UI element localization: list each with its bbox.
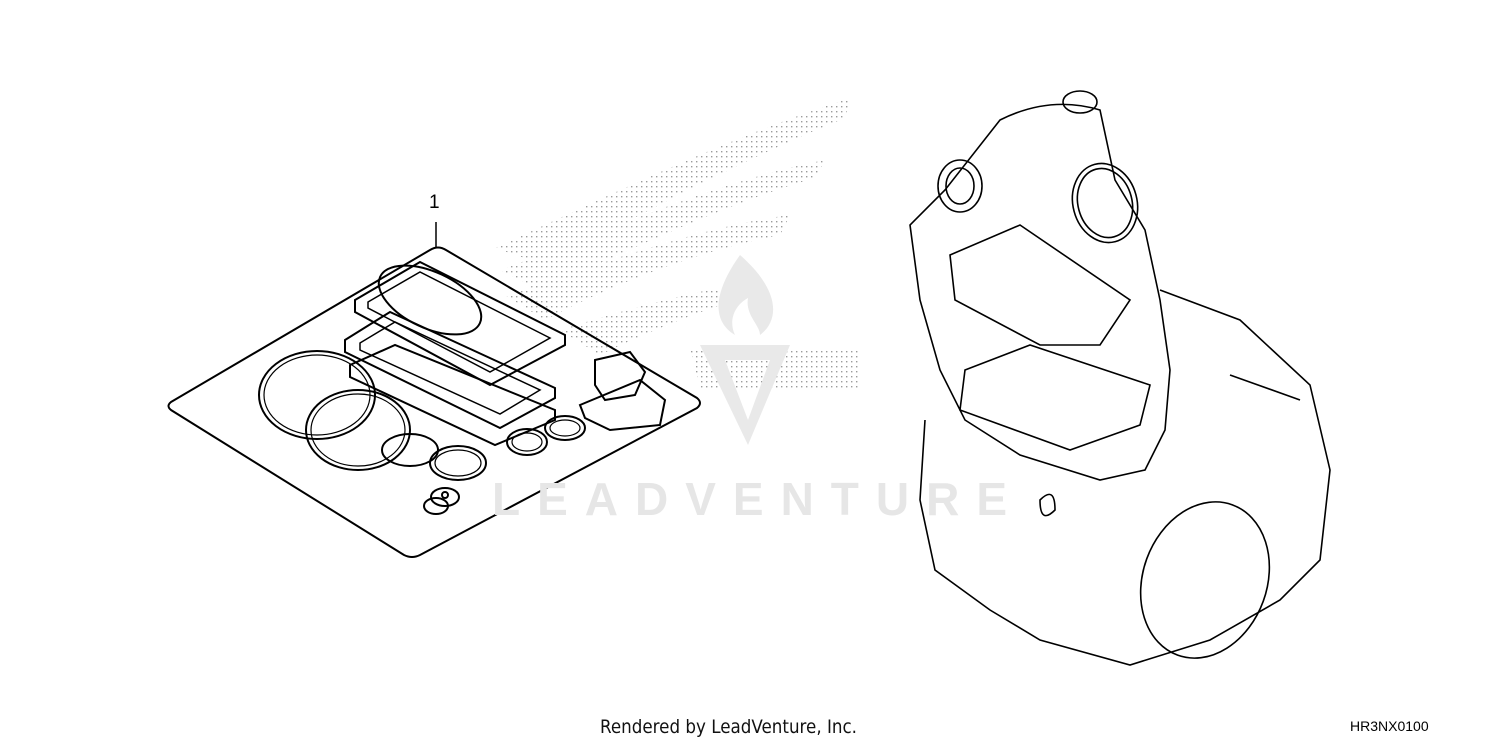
watermark-text: LEADVENTURE (492, 473, 1025, 525)
part-callout-1[interactable]: 1 (429, 192, 440, 213)
flame-logo-watermark (700, 255, 790, 445)
wing-logo-watermark (495, 98, 860, 388)
diagram-code: HR3NX0100 (1350, 718, 1429, 734)
gasket-kit-illustration (167, 222, 701, 558)
footer-credit: Rendered by LeadVenture, Inc. (600, 716, 858, 738)
engine-illustration (909, 90, 1331, 666)
